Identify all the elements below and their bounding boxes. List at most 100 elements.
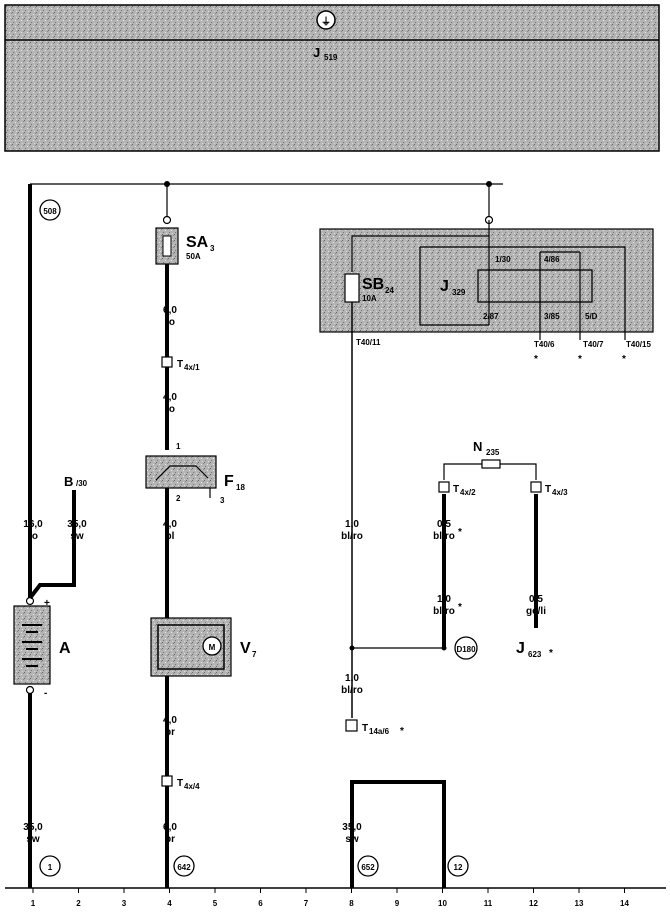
svg-text:bl: bl (166, 531, 175, 542)
svg-text:2/87: 2/87 (483, 312, 499, 321)
svg-text:5/D: 5/D (585, 312, 598, 321)
svg-text:3: 3 (220, 496, 225, 505)
svg-text:35,0: 35,0 (67, 519, 87, 530)
connector-t4x-2 (438, 481, 450, 493)
track-number: 11 (484, 899, 493, 908)
track-1: 508 16,0 ro + - A 35,0 sw 1 (13, 184, 71, 888)
svg-text:*: * (549, 648, 553, 659)
svg-text:SA: SA (186, 234, 209, 251)
svg-text:1: 1 (176, 442, 181, 451)
svg-text:*: * (534, 354, 538, 365)
track-number: 14 (620, 899, 629, 908)
track-number: 8 (349, 899, 354, 908)
track-number: 1 (31, 899, 36, 908)
relay-j329 (477, 269, 593, 303)
svg-text:*: * (578, 354, 582, 365)
resistor-n235 (481, 459, 501, 469)
track-number: 4 (167, 899, 172, 908)
svg-text:ro: ro (28, 531, 38, 542)
svg-text:bl/ro: bl/ro (433, 531, 455, 542)
ref-12 (447, 855, 469, 877)
svg-text:35,0: 35,0 (342, 822, 362, 833)
connector-t14a-6 (345, 719, 358, 732)
battery-label: A (59, 640, 71, 657)
svg-text:F: F (224, 473, 234, 490)
svg-text:4,0: 4,0 (163, 392, 177, 403)
n235-circuit: N 235 T 4x/2 0,5 bl/ro * 1,0 bl/ro * D18… (433, 439, 568, 660)
svg-text:br: br (165, 727, 175, 738)
svg-text:2: 2 (176, 494, 181, 503)
svg-text:sw: sw (70, 531, 84, 542)
svg-text:T: T (362, 723, 368, 734)
svg-text:4x/2: 4x/2 (460, 488, 476, 497)
relay-box: SB 24 10A J 329 1/30 2/87 4/86 3/85 5/D (319, 184, 654, 340)
fuse-sb24 (344, 273, 360, 303)
svg-text:16,0: 16,0 (23, 519, 43, 530)
svg-text:50A: 50A (186, 252, 201, 261)
ref-508 (39, 199, 61, 221)
j519-label: J (313, 45, 320, 60)
svg-text:4,0: 4,0 (163, 715, 177, 726)
svg-text:bl/ro: bl/ro (341, 685, 363, 696)
svg-text:*: * (400, 726, 404, 737)
svg-text:4/86: 4/86 (544, 255, 560, 264)
svg-text:1: 1 (48, 863, 53, 872)
svg-text:4,0: 4,0 (163, 519, 177, 530)
t40-connectors: T40/11 T40/6 * T40/7 * T40/15 * (356, 338, 651, 365)
svg-text:7: 7 (252, 650, 257, 659)
battery-plus: + (44, 598, 50, 609)
svg-text:*: * (458, 602, 462, 613)
svg-text:4x/1: 4x/1 (184, 363, 200, 372)
track-4: SA 3 50A 6,0 ro T 4x/1 4,0 ro 1 F 18 2 3… (145, 184, 257, 888)
svg-text:bl/ro: bl/ro (433, 606, 455, 617)
svg-text:642: 642 (177, 863, 191, 872)
svg-text:ge/li: ge/li (526, 606, 546, 617)
svg-text:508: 508 (43, 207, 57, 216)
track-number: 10 (438, 899, 447, 908)
svg-text:J: J (516, 640, 525, 657)
svg-text:10A: 10A (362, 294, 377, 303)
track-number: 3 (122, 899, 127, 908)
j519-sub: 519 (324, 53, 338, 62)
svg-text:sw: sw (26, 834, 40, 845)
svg-text:6,0: 6,0 (163, 305, 177, 316)
svg-text:sw: sw (345, 834, 359, 845)
svg-text:4x/4: 4x/4 (184, 782, 200, 791)
svg-text:235: 235 (486, 448, 500, 457)
ref-652 (357, 855, 379, 877)
svg-text:*: * (458, 527, 462, 538)
track-8: 1,0 bl/ro 1,0 bl/ro T 14a/6 * 35,0 sw 65… (341, 302, 469, 888)
svg-text:D180: D180 (456, 645, 476, 654)
svg-text:1,0: 1,0 (345, 519, 359, 530)
svg-text:SB: SB (362, 276, 384, 293)
svg-text:br: br (165, 834, 175, 845)
svg-text:14a/6: 14a/6 (369, 727, 390, 736)
svg-text:18: 18 (236, 483, 245, 492)
relay-f18 (145, 455, 217, 489)
svg-text:0,5: 0,5 (529, 594, 543, 605)
svg-text:4x/3: 4x/3 (552, 488, 568, 497)
connector-t4x-4 (161, 775, 173, 787)
connector-t4x-1 (161, 356, 173, 368)
svg-text:6,0: 6,0 (163, 822, 177, 833)
ground-icon (316, 10, 336, 30)
svg-text:V: V (240, 640, 251, 657)
svg-text:1,0: 1,0 (345, 673, 359, 684)
track-number: 9 (395, 899, 400, 908)
svg-text:T: T (545, 484, 551, 495)
motor-icon (202, 636, 222, 656)
b30-label: B (64, 474, 73, 489)
svg-text:1,0: 1,0 (437, 594, 451, 605)
track-number: 13 (575, 899, 584, 908)
track-number: 6 (258, 899, 263, 908)
track-2: B /30 35,0 sw (28, 474, 88, 600)
svg-text:N: N (473, 439, 482, 454)
svg-text:329: 329 (452, 288, 466, 297)
control-unit-j519: ⏚ J 519 (4, 4, 660, 152)
svg-text:35,0: 35,0 (23, 822, 43, 833)
ref-642 (173, 855, 195, 877)
ref-1 (39, 855, 61, 877)
